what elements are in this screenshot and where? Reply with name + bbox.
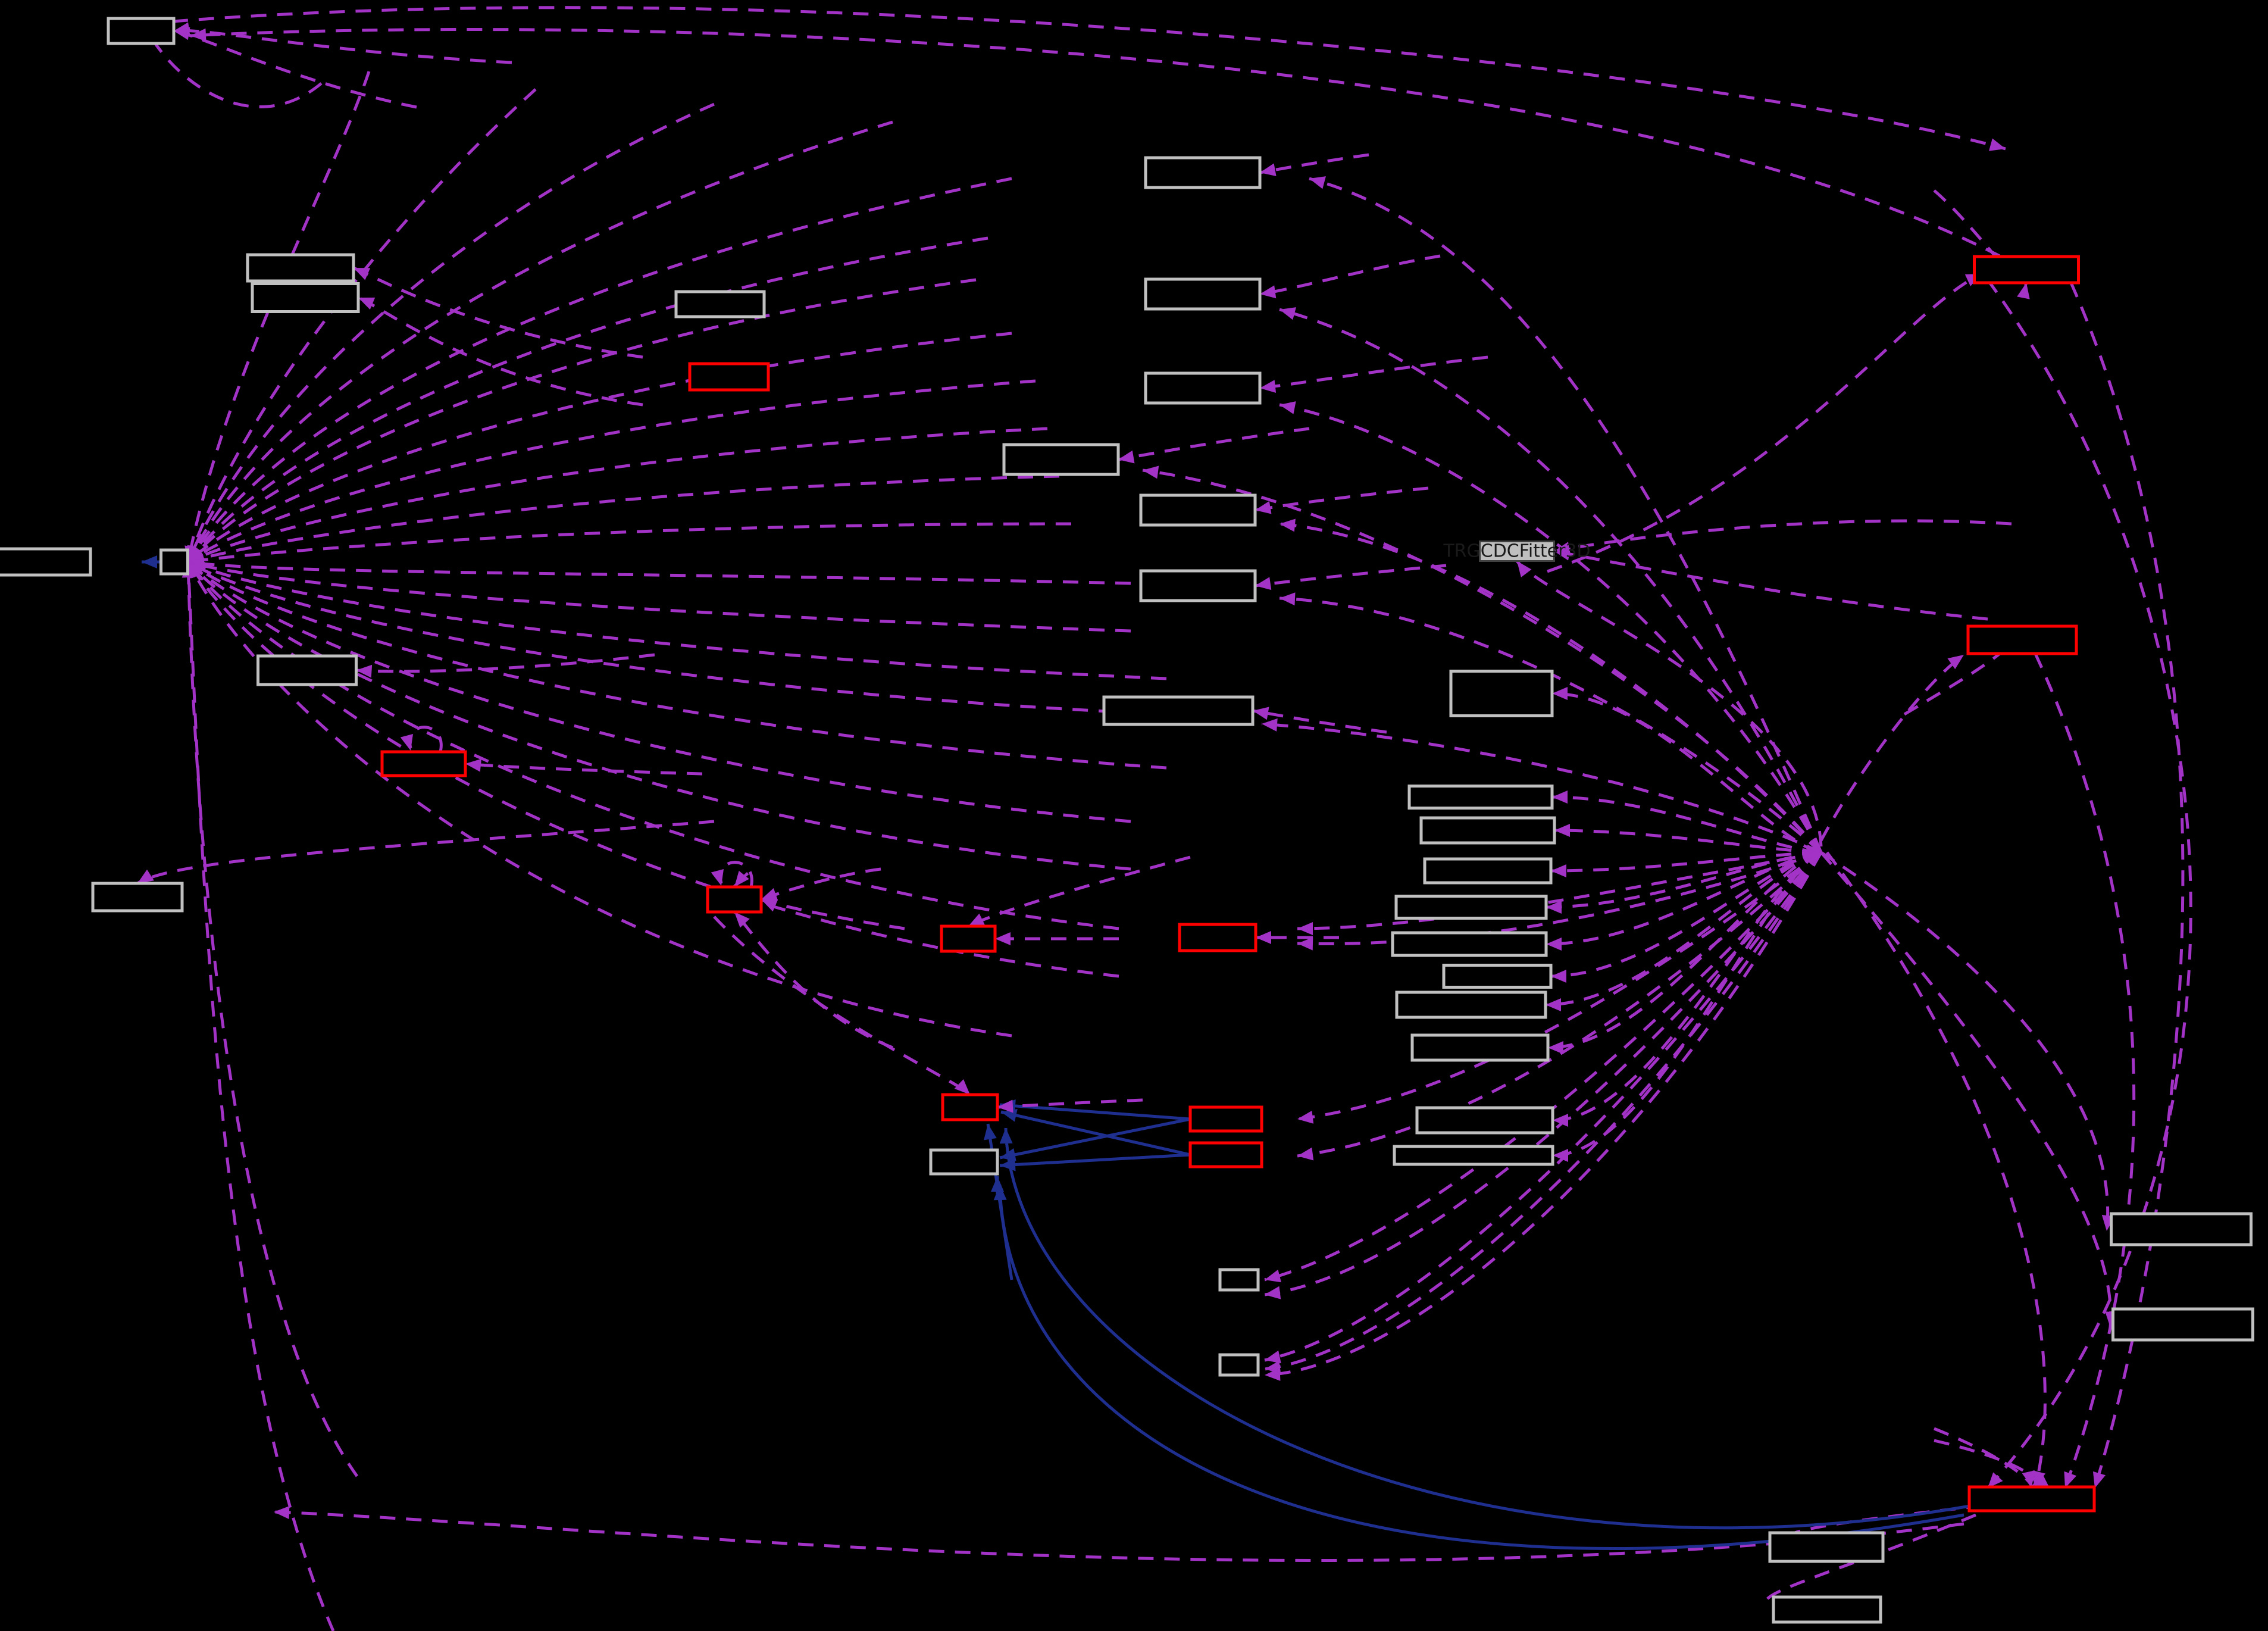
graph-node-box[interactable] (256, 654, 358, 686)
graph-node-box[interactable] (1967, 1485, 2096, 1513)
graph-node-box[interactable] (1394, 895, 1548, 920)
graph-node-box[interactable] (2111, 1307, 2254, 1342)
graph-node-box[interactable] (1772, 1595, 1882, 1624)
graph-node-box[interactable] (1139, 569, 1257, 602)
graph-node-box[interactable] (1407, 785, 1554, 810)
graph-node-box[interactable] (688, 362, 770, 392)
graph-node-box[interactable] (1102, 695, 1255, 726)
focus-node-box[interactable] (1479, 540, 1555, 562)
graph-node-box[interactable] (1973, 255, 2080, 285)
graph-node-box[interactable] (929, 1148, 999, 1176)
graph-node-box[interactable] (1442, 964, 1553, 989)
graph-node-box[interactable] (251, 282, 360, 313)
graph-node-box[interactable] (1002, 443, 1120, 476)
graph-node-box[interactable] (1178, 923, 1257, 952)
graph-node-box[interactable] (0, 547, 92, 577)
graph-node-box[interactable] (1395, 991, 1547, 1019)
graph-node-box[interactable] (1218, 1353, 1260, 1377)
graph-node-box[interactable] (674, 290, 766, 318)
graph-node-box[interactable] (1188, 1105, 1263, 1133)
graph-node-box[interactable] (1419, 816, 1556, 845)
graph-node-box[interactable] (1144, 371, 1262, 405)
edge-layer (136, 6, 2192, 1631)
graph-node-box[interactable] (1144, 156, 1262, 189)
graph-node-box[interactable] (706, 885, 763, 914)
graph-node-box[interactable] (1391, 931, 1548, 957)
graph-node-box[interactable] (940, 924, 997, 953)
node-layer: TRGCDCFitter3D (0, 17, 2254, 1624)
graph-node-box[interactable] (1423, 857, 1553, 885)
graph-node-box[interactable] (1966, 624, 2078, 655)
graph-node-box[interactable] (1144, 277, 1262, 311)
graph-node-box[interactable] (1139, 493, 1257, 527)
graph-node-box[interactable] (246, 253, 355, 283)
graph-node-box[interactable] (1410, 1033, 1550, 1062)
graph-node-box[interactable] (2110, 1212, 2253, 1246)
focus-node-label: TRGCDCFitter3D (1443, 541, 1590, 562)
graph-node-box[interactable] (91, 882, 184, 913)
graph-node-box[interactable] (380, 750, 467, 777)
graph-node-box[interactable] (1449, 670, 1554, 717)
graph-node-box[interactable] (1188, 1141, 1263, 1168)
graph-node-box[interactable] (159, 548, 189, 576)
graph-node-box[interactable] (1415, 1106, 1554, 1135)
graph-node-box[interactable] (1393, 1145, 1554, 1166)
graph-node-box[interactable] (941, 1093, 999, 1121)
graph-node-box[interactable] (1218, 1268, 1260, 1292)
graph-node-box[interactable] (1768, 1531, 1885, 1563)
graph-node-box[interactable] (107, 17, 176, 45)
